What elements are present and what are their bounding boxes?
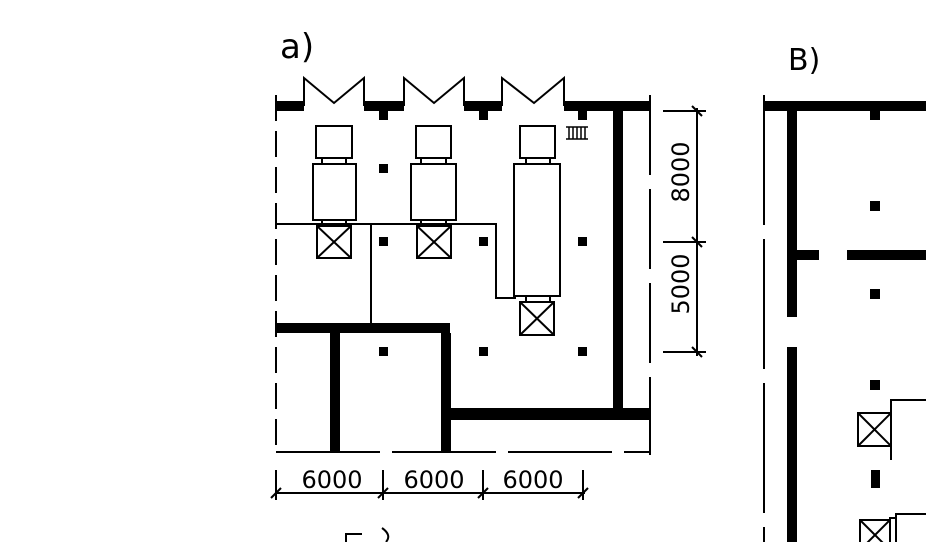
equipment-unit-3 — [513, 125, 561, 336]
bottom-wall — [451, 408, 650, 420]
bottom-dimension-line — [270, 470, 589, 500]
dimension-bottom-3: 6000 — [502, 466, 563, 494]
right-wall — [613, 111, 623, 413]
equipment-unit-1 — [312, 125, 357, 259]
panel-b-equipment-1 — [857, 399, 926, 460]
panel-b-plan — [763, 95, 926, 542]
mid-wall — [276, 323, 450, 333]
panel-b-cross-wall-left — [797, 250, 819, 260]
panel-b-top-wall — [764, 101, 926, 111]
top-wall — [276, 101, 650, 111]
columns — [379, 111, 587, 356]
panel-a-label: a) — [280, 27, 314, 67]
dimension-bottom-2: 6000 — [403, 466, 464, 494]
equipment-unit-2 — [410, 125, 457, 259]
panel-b-wall-upper — [787, 111, 797, 317]
stair-icon — [566, 126, 588, 140]
cropped-panel-label — [345, 527, 390, 542]
roof-sawtooth-1 — [303, 75, 365, 106]
panel-a-plan — [270, 75, 706, 500]
dimension-right-1: 8000 — [667, 141, 695, 202]
roof-sawtooth-3 — [501, 75, 565, 106]
right-inner-wall — [441, 333, 451, 453]
panel-b-wall-lower — [787, 347, 797, 542]
roof-sawtooth-2 — [403, 75, 465, 106]
panel-b-equipment-2 — [859, 513, 926, 542]
panel-b-cross-wall-right — [847, 250, 926, 260]
panel-b-columns — [870, 111, 880, 488]
partition-line — [276, 223, 516, 299]
right-dimension-line — [663, 105, 706, 358]
dimension-bottom-1: 6000 — [301, 466, 362, 494]
dimension-right-2: 5000 — [667, 253, 695, 314]
left-inner-wall — [330, 333, 340, 453]
panel-b-label: B) — [788, 43, 820, 78]
